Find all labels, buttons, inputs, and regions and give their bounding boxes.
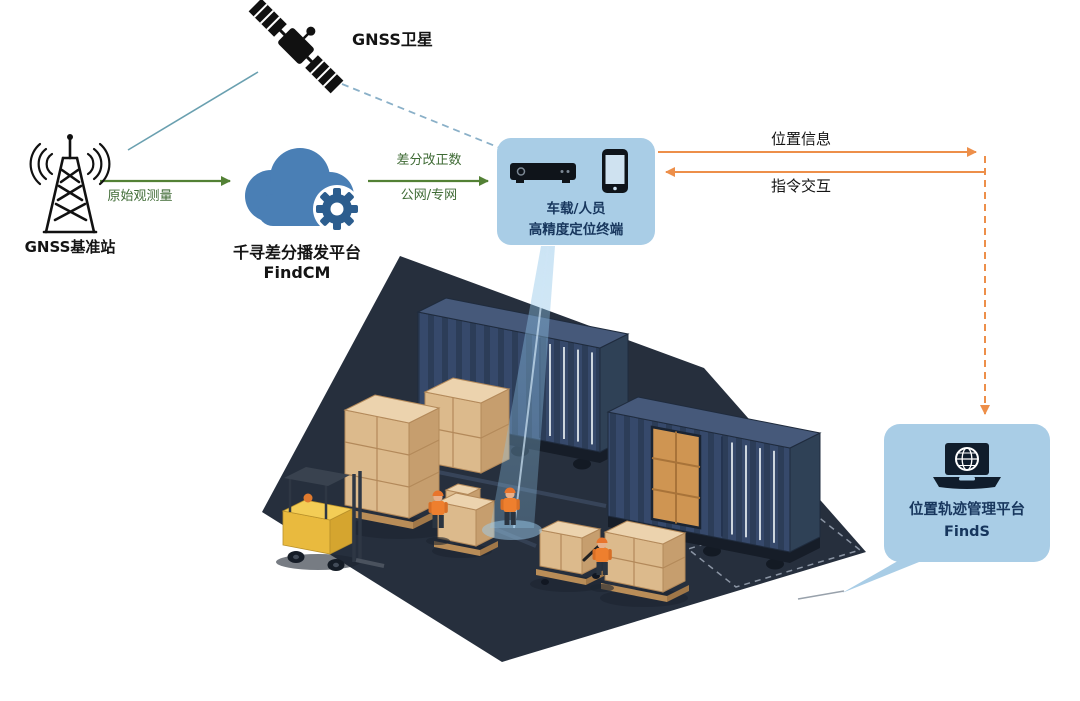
terminal-label-line2: 高精度定位终端: [528, 221, 624, 238]
satellite-icon: [248, 0, 344, 94]
ground-platform: [262, 256, 866, 662]
platform-scene-link: [797, 590, 845, 600]
worker-2: [500, 487, 520, 525]
terminal-callout: 车载/人员 高精度定位终端: [497, 138, 655, 245]
radio-tower-icon: [29, 134, 111, 234]
forklift-icon: [276, 467, 385, 571]
correction-label-line1: 差分改正数: [396, 153, 462, 168]
raw-observation-label: 原始观测量: [107, 189, 173, 204]
zone-marking: [686, 511, 862, 588]
platform-callout-tail: [842, 558, 929, 593]
terminal-label-line1: 车载/人员: [546, 200, 606, 217]
satellite-label: GNSS卫星: [352, 30, 433, 49]
position-info-label: 位置信息: [770, 130, 831, 148]
cloud-platform-label: 千寻差分播发平台: [232, 243, 361, 262]
satellite-terminal-dashed-line: [341, 83, 501, 149]
warehouse-scene: [262, 246, 866, 662]
box-cluster: [434, 483, 498, 556]
globe-icon: [955, 446, 979, 471]
cloud-gear-icon: [245, 148, 361, 233]
satellite-base-line: [127, 71, 259, 151]
terminal-device-icons: [510, 148, 628, 193]
platform-label-line1: 位置轨迹管理平台: [909, 501, 1025, 518]
platform-label-line2: FindS: [943, 524, 991, 540]
platform-callout: 位置轨迹管理平台 FindS: [884, 424, 1050, 562]
cloud-platform-name: FindCM: [263, 263, 331, 282]
command-interaction-label: 指令交互: [770, 177, 831, 195]
worker-1: [426, 490, 450, 545]
receiver-box-icon: [510, 162, 576, 183]
correction-label-line2: 公网/专网: [400, 188, 458, 203]
positioning-beam: [482, 246, 555, 540]
gear-icon: [316, 188, 358, 230]
worker-3: [590, 537, 614, 592]
smartphone-icon: [602, 148, 628, 193]
laptop-globe-icon: [933, 442, 1001, 489]
pallet-stack-d: [601, 520, 689, 602]
base-station-label: GNSS基准站: [24, 238, 116, 256]
